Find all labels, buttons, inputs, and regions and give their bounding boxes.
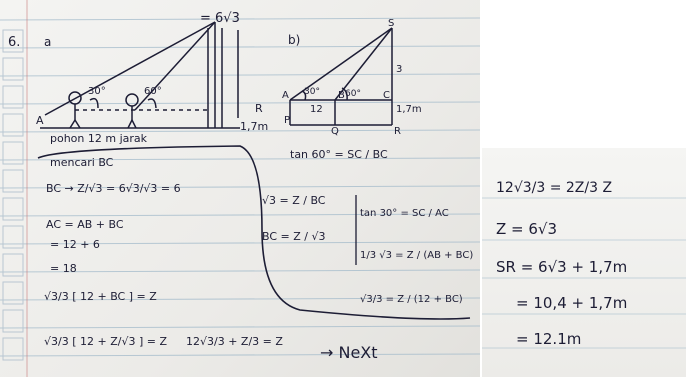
ruled-lines — [0, 17, 480, 357]
right-line-4: = 10,4 + 1,7m — [516, 294, 627, 312]
diag-c: C — [383, 90, 390, 101]
angle-60-label: 60° — [144, 86, 162, 97]
right-line-3: SR = 6√3 + 1,7m — [496, 258, 627, 276]
tan30-text: tan 30° = SC / AC — [360, 208, 449, 219]
point-a-label: A — [36, 114, 44, 127]
third-root3: 1/3 √3 = Z / (AB + BC) — [360, 250, 473, 261]
ac-result: = 18 — [50, 262, 77, 275]
margin-boxes — [2, 29, 24, 361]
diagram-b — [289, 27, 393, 126]
notebook-page-right: 12√3/3 = 2Z/3 Z Z = 6√3 SR = 6√3 + 1,7m … — [482, 180, 686, 349]
diag-a: A — [282, 90, 289, 101]
notebook-page-left: 6. a = 6√3 30° 60° A R 1,7m pohon 12 m j… — [0, 0, 480, 377]
part-a-label: a — [44, 35, 51, 49]
diag-p: P — [284, 115, 290, 126]
point-r-label: R — [255, 102, 263, 115]
tan60-text: tan 60° = SC / BC — [290, 148, 388, 161]
diag-angle-30: 30° — [304, 87, 320, 97]
diag-12: 12 — [310, 104, 323, 115]
height-label: 1,7m — [240, 120, 268, 133]
solution-boundary — [37, 145, 471, 320]
ac-line: AC = AB + BC — [46, 218, 124, 231]
eq-final: √3/3 [ 12 + Z/√3 ] = Z — [44, 335, 167, 348]
diag-angle-60: 60° — [345, 89, 361, 99]
diag-s: S — [388, 18, 394, 29]
bc-line: BC → Z/√3 = 6√3/√3 = 6 — [46, 182, 181, 195]
bc-eq: BC = Z / √3 — [262, 230, 326, 243]
step-title: mencari BC — [50, 156, 114, 169]
part-b-label: b) — [288, 33, 300, 47]
diag-17: 1,7m — [396, 104, 422, 115]
diag-b: B — [338, 90, 345, 101]
right-line-5: = 12.1m — [516, 330, 581, 348]
diag-3: 3 — [396, 64, 402, 75]
right-ruled-lines — [482, 197, 686, 349]
frac-eq: √3/3 = Z / (12 + BC) — [360, 294, 463, 305]
diag-q: Q — [331, 126, 339, 137]
diagram-a — [40, 21, 240, 129]
next-label: → NeXt — [320, 343, 378, 362]
notebook-photo-left: 6. a = 6√3 30° 60° A R 1,7m pohon 12 m j… — [0, 0, 480, 377]
notebook-photo-right: 12√3/3 = 2Z/3 Z Z = 6√3 SR = 6√3 + 1,7m … — [482, 148, 686, 377]
right-line-2: Z = 6√3 — [496, 220, 557, 238]
ac-sum: = 12 + 6 — [50, 238, 100, 251]
angle-30-label: 30° — [88, 86, 106, 97]
caption-text: pohon 12 m jarak — [50, 132, 148, 145]
eq-left: √3/3 [ 12 + BC ] = Z — [44, 290, 157, 303]
root3-eq: √3 = Z / BC — [262, 194, 326, 207]
problem-number: 6. — [8, 35, 20, 50]
right-line-1: 12√3/3 = 2Z/3 Z — [496, 180, 612, 196]
top-height-label: = 6√3 — [200, 11, 240, 26]
eq-result: 12√3/3 + Z/3 = Z — [186, 335, 283, 348]
diag-r: R — [394, 126, 401, 137]
